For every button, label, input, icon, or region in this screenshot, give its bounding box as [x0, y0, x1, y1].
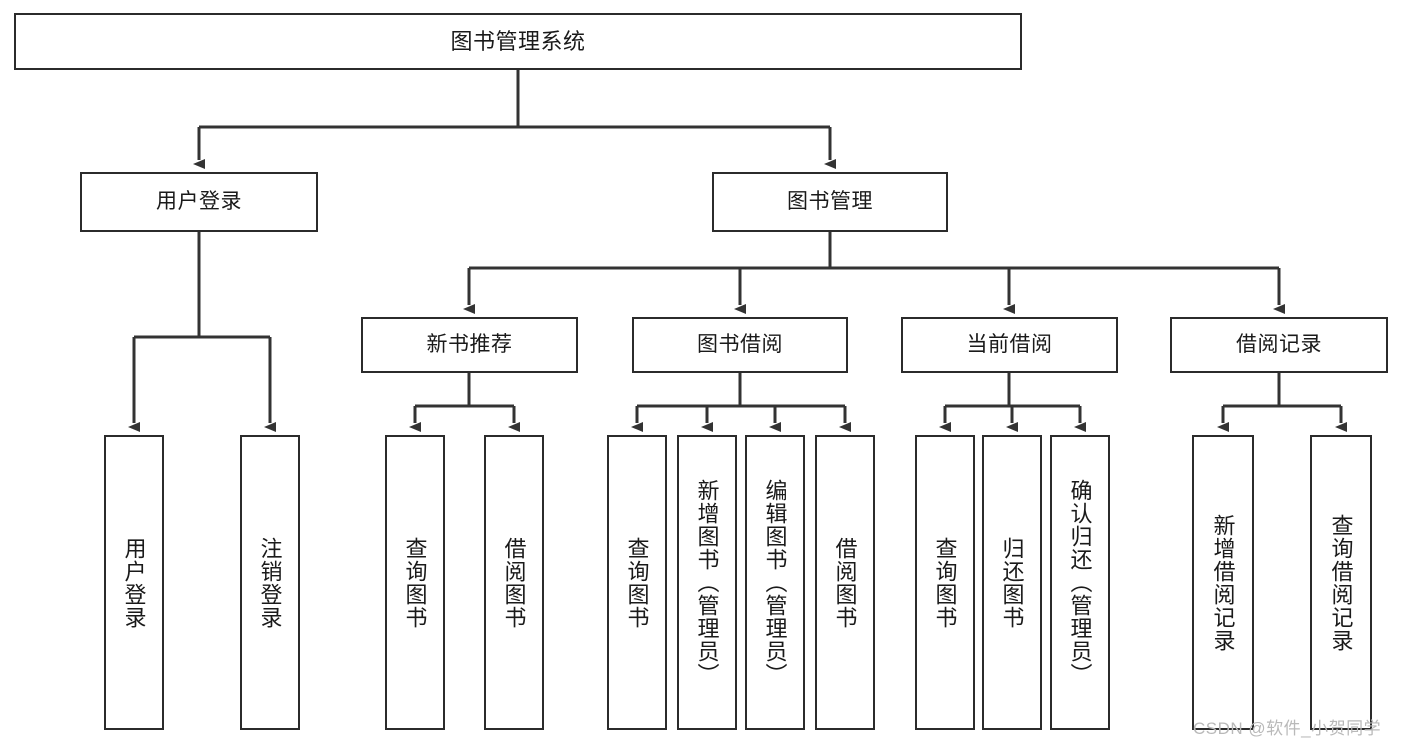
leaf-return-book[interactable]: 归还图书 [982, 435, 1042, 730]
node-label: 借阅记录 [1236, 332, 1322, 356]
node-label: 图书管理 [787, 189, 873, 213]
leaf-borrow-book[interactable]: 借阅图书 [815, 435, 875, 730]
node-label: 编辑图书（管理员） [762, 479, 788, 686]
node-root-system[interactable]: 图书管理系统 [14, 13, 1022, 70]
node-label: 注销登录 [257, 536, 283, 629]
node-label: 查询图书 [402, 536, 428, 629]
node-new-book-recommendation[interactable]: 新书推荐 [361, 317, 578, 373]
node-user-login[interactable]: 用户登录 [80, 172, 318, 232]
node-label: 当前借阅 [966, 332, 1053, 356]
node-label: 查询图书 [932, 536, 958, 629]
leaf-query-book-borrow[interactable]: 查询图书 [607, 435, 667, 730]
leaf-user-login[interactable]: 用户登录 [104, 435, 164, 730]
node-label: 归还图书 [999, 536, 1025, 629]
node-label: 确认归还（管理员） [1067, 479, 1093, 686]
node-label: 查询借阅记录 [1328, 513, 1354, 652]
leaf-logout[interactable]: 注销登录 [240, 435, 300, 730]
csdn-watermark: CSDN @软件_小贺同学 [1193, 719, 1382, 738]
node-label: 借阅图书 [832, 536, 858, 629]
node-label: 图书管理系统 [450, 28, 586, 54]
node-label: 用户登录 [121, 536, 147, 629]
node-label: 借阅图书 [501, 536, 527, 629]
leaf-add-borrow-record[interactable]: 新增借阅记录 [1192, 435, 1254, 730]
leaf-add-book-admin[interactable]: 新增图书（管理员） [677, 435, 737, 730]
leaf-confirm-return-admin[interactable]: 确认归还（管理员） [1050, 435, 1110, 730]
node-label: 图书借阅 [697, 332, 783, 356]
node-label: 新增借阅记录 [1210, 513, 1236, 652]
node-label: 新增图书（管理员） [694, 479, 720, 686]
node-book-borrow[interactable]: 图书借阅 [632, 317, 848, 373]
node-label: 查询图书 [624, 536, 650, 629]
leaf-query-book-current[interactable]: 查询图书 [915, 435, 975, 730]
leaf-borrow-book-recommend[interactable]: 借阅图书 [484, 435, 544, 730]
leaf-edit-book-admin[interactable]: 编辑图书（管理员） [745, 435, 805, 730]
node-label: 用户登录 [156, 189, 242, 213]
node-book-management[interactable]: 图书管理 [712, 172, 948, 232]
node-label: 新书推荐 [426, 332, 513, 356]
node-borrow-record[interactable]: 借阅记录 [1170, 317, 1388, 373]
node-current-borrow[interactable]: 当前借阅 [901, 317, 1118, 373]
leaf-query-borrow-record[interactable]: 查询借阅记录 [1310, 435, 1372, 730]
leaf-query-book-recommend[interactable]: 查询图书 [385, 435, 445, 730]
